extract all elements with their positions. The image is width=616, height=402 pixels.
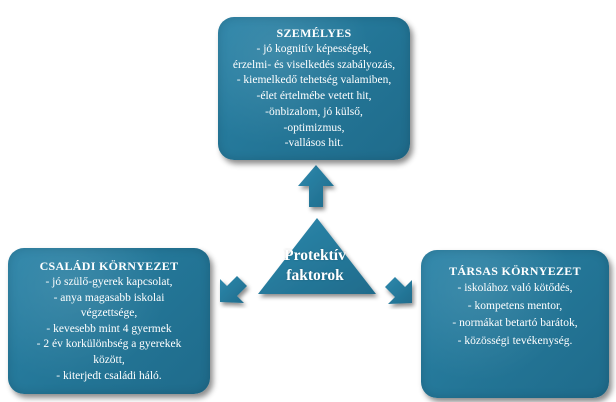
personal-factor-item: érzelmi- és viselkedés szabályozás, [232,58,396,71]
center-triangle [258,218,376,294]
social-factor-item: - normákat betartó barátok, [452,317,578,329]
arrow-down-right-icon [385,277,412,304]
social-factor-item: - közösségi tevékenység. [457,334,573,347]
personal-factor-item: - jó kognitív képességek, [256,43,372,55]
personal-factors-box: SZEMÉLYES - jó kognitív képességek, érze… [218,17,410,160]
family-factor-item: között, [93,353,125,366]
personal-factor-item: -önbizalom, jó külső, [265,105,363,118]
family-factor-item: végzettsége, [80,307,138,320]
personal-factor-item: - kiemelkedő tehetség valamiben, [236,74,392,87]
family-factor-item: - kevesebb mint 4 gyermek [46,322,172,335]
personal-factor-item: -vallásos hit. [284,137,344,150]
family-factor-item: - jó szülő-gyerek kapcsolat, [45,276,173,288]
family-factor-item: - 2 év korkülönbség a gyerekek [36,338,182,351]
personal-factors-title: SZEMÉLYES [276,26,352,40]
family-environment-title: CSALÁDI KÖRNYEZET [39,259,179,273]
social-factor-item: - kompetens mentor, [467,299,563,312]
social-environment-title: TÁRSAS KÖRNYEZET [449,264,581,278]
arrow-down-left-icon [220,276,247,303]
family-factor-item: - kiterjedt családi háló. [56,369,162,382]
center-label-line-2: faktorok [286,267,344,284]
social-factor-item: - iskolához való kötődés, [457,282,573,294]
personal-factor-item: -élet értelmébe vetett hit, [256,90,372,103]
center-label: Protektív faktorok [263,246,367,286]
family-factor-item: - anya magasabb iskolai [53,291,165,304]
social-environment-box: TÁRSAS KÖRNYEZET - iskolához való kötődé… [421,250,609,398]
arrow-up-icon [298,165,334,207]
center-label-line-1: Protektív [284,247,346,264]
personal-factor-item: -optimizmus, [283,121,345,134]
family-environment-box: CSALÁDI KÖRNYEZET - jó szülő-gyerek kapc… [8,248,210,394]
